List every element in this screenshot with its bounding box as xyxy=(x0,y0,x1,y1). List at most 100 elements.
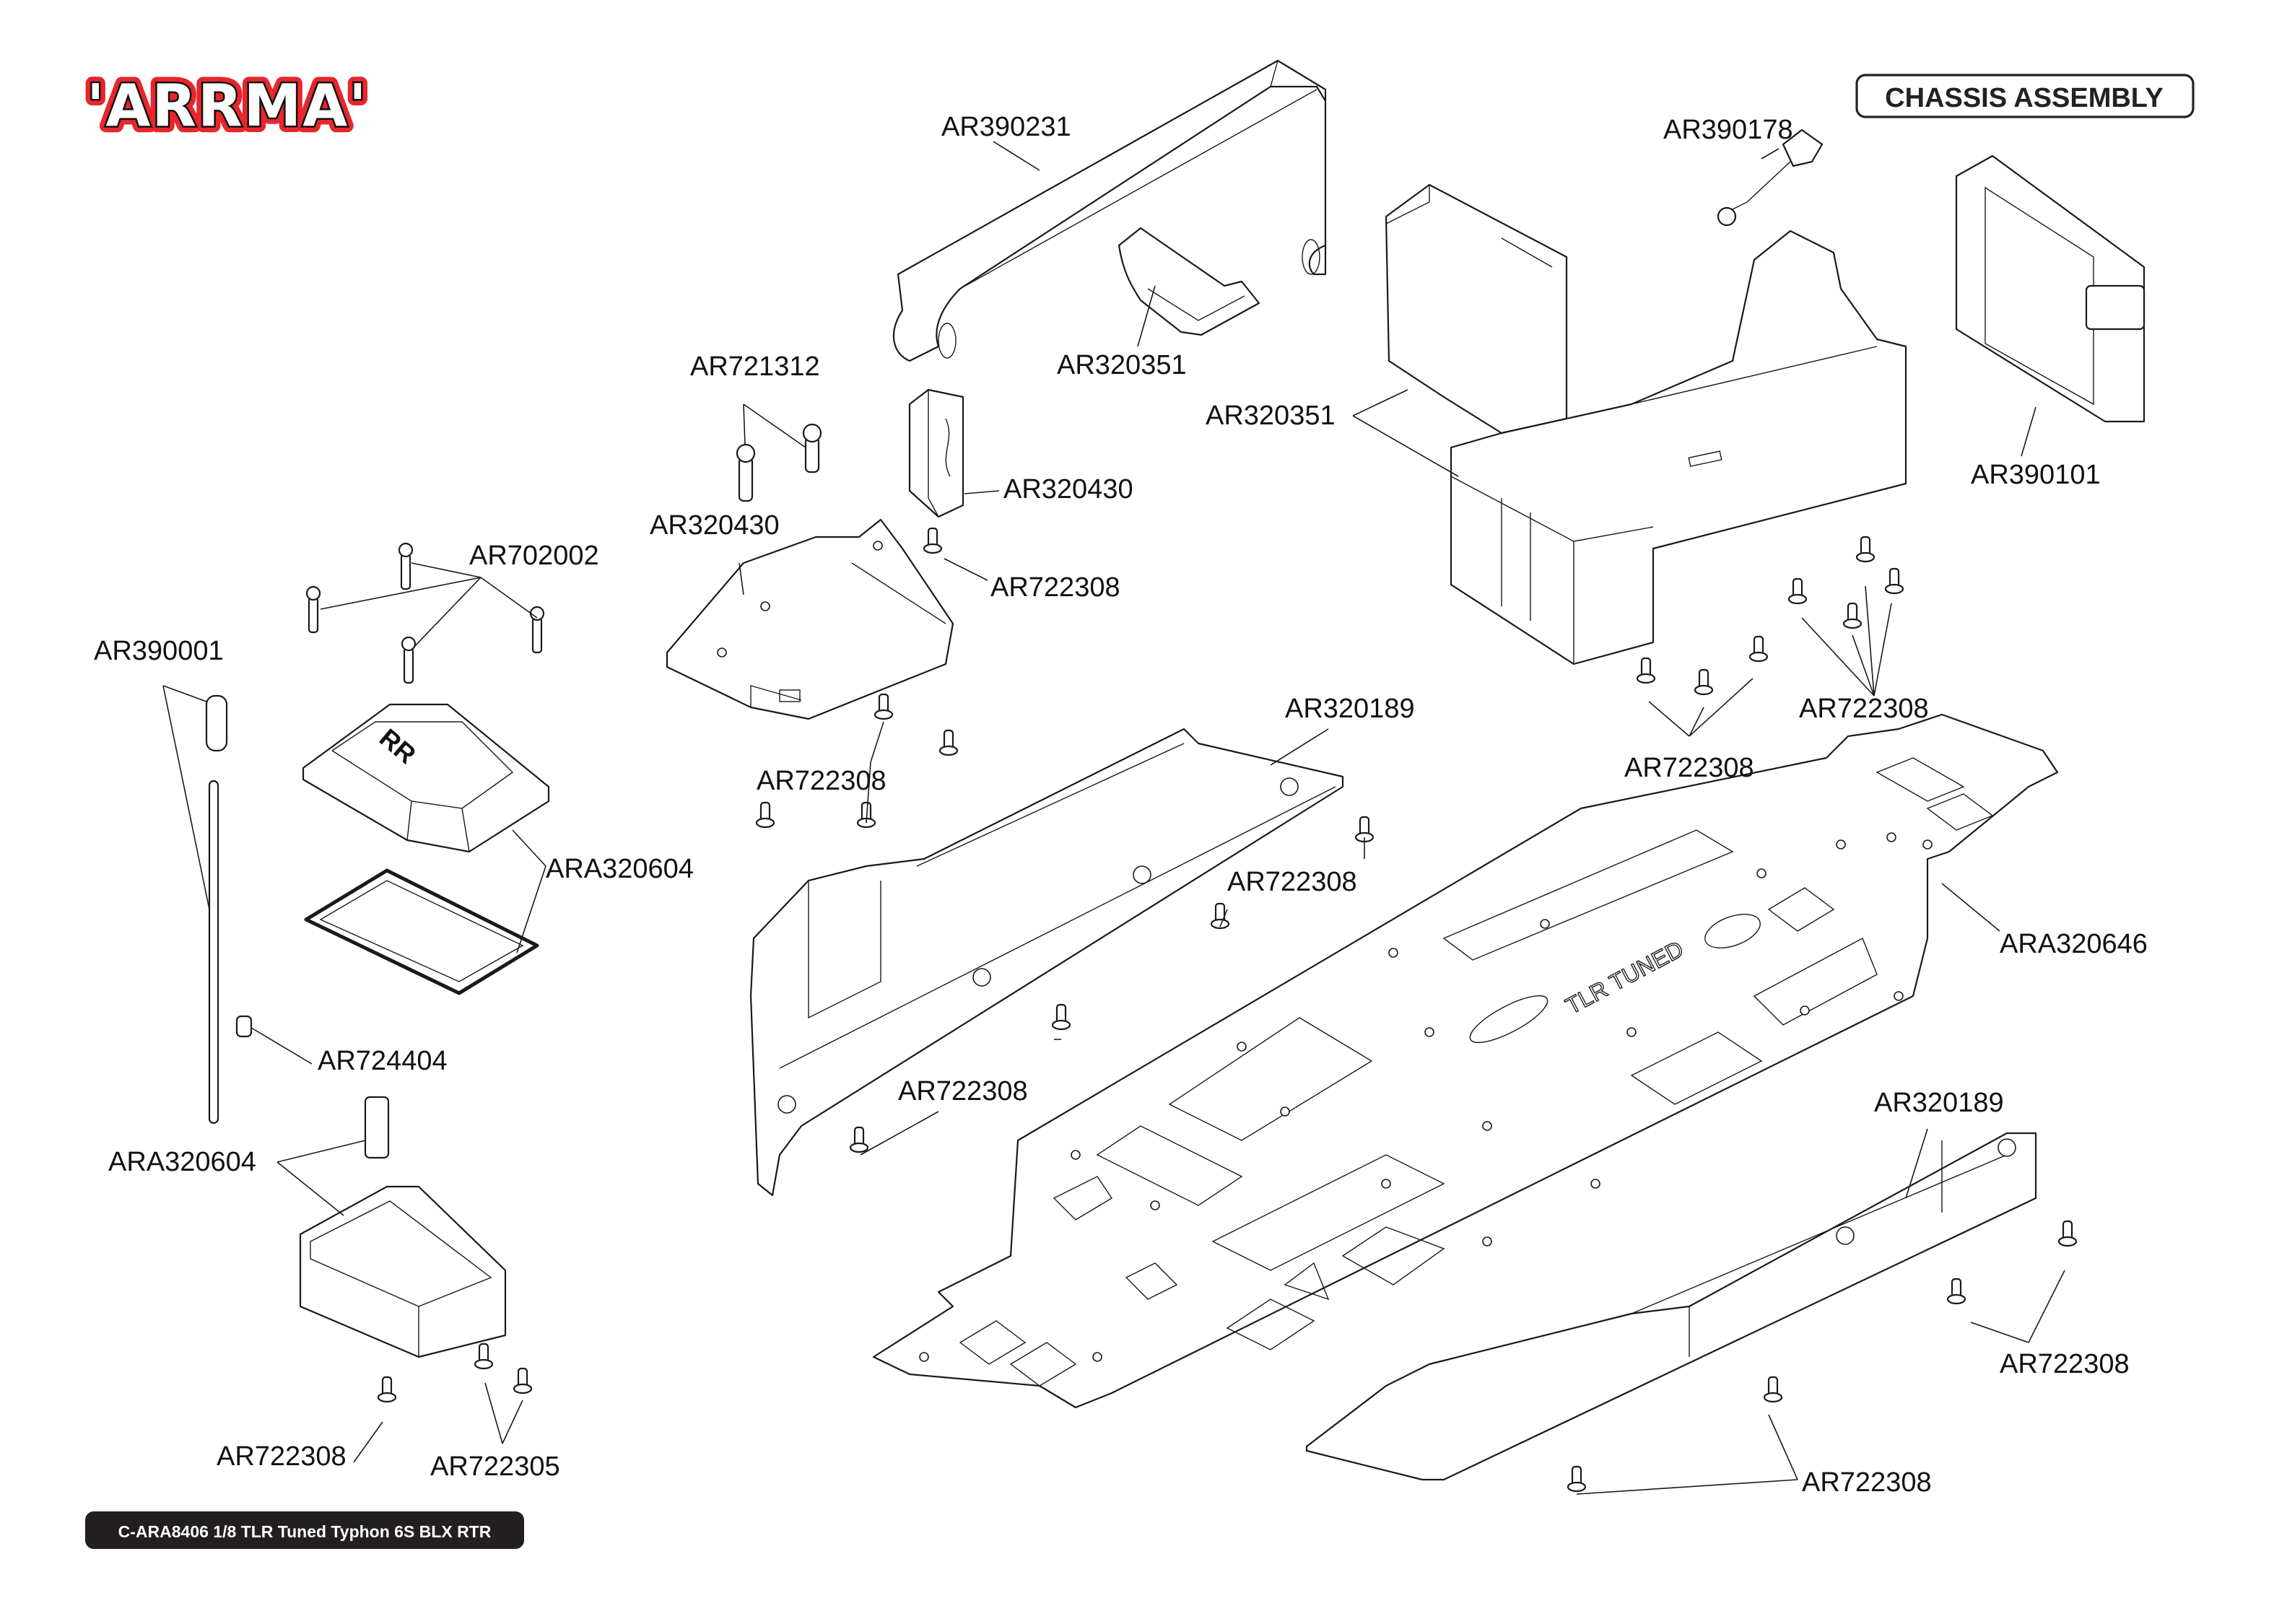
part-label-ar390231: AR390231 xyxy=(941,112,1071,142)
side-guard-right-drawing xyxy=(1305,1132,2037,1481)
leader-line xyxy=(1648,701,1690,737)
upright-post-drawing xyxy=(908,388,964,518)
receiver-box-drawing xyxy=(299,1096,507,1358)
part-label-ar722305: AR722305 xyxy=(430,1451,560,1482)
part-label-ar320430: AR320430 xyxy=(650,510,780,541)
screw-icon xyxy=(1567,1465,1587,1493)
leader-line xyxy=(162,685,207,702)
screw-icon xyxy=(1946,1278,1966,1305)
leader-line xyxy=(2021,406,2036,457)
part-label-ar320430: AR320430 xyxy=(1003,474,1133,505)
switch-lead-drawing xyxy=(1717,128,1824,227)
leader-line xyxy=(162,685,210,910)
leader-line xyxy=(1689,678,1754,737)
leader-line xyxy=(512,829,546,867)
leader-line xyxy=(993,141,1040,171)
leader-line xyxy=(944,558,988,581)
leader-line xyxy=(276,1161,344,1216)
logo-outline: 'ARRMA' xyxy=(87,72,368,139)
part-label-ar320351: AR320351 xyxy=(1057,350,1187,380)
screw-icon xyxy=(1855,536,1876,563)
screw-icon xyxy=(1694,668,1714,696)
part-label-ar721312: AR721312 xyxy=(690,352,820,382)
leader-line xyxy=(1270,728,1329,766)
leader-line xyxy=(1852,634,1875,697)
leader-line xyxy=(1137,285,1156,347)
part-label-ar702002: AR702002 xyxy=(469,541,599,571)
part-label-ar722308: AR722308 xyxy=(757,766,886,796)
part-label-ar722308: AR722308 xyxy=(217,1441,347,1472)
leader-line xyxy=(1905,1128,1928,1199)
receiver-seal-drawing xyxy=(304,868,539,995)
leader-line xyxy=(411,562,482,578)
leader-line xyxy=(743,403,746,445)
screw-icon xyxy=(755,801,775,829)
part-label-ara320646: ARA320646 xyxy=(2000,929,2148,959)
antenna-tube-drawing xyxy=(205,694,228,1125)
chassis-holes xyxy=(919,832,1933,1362)
leader-line xyxy=(480,577,538,619)
section-title: CHASSIS ASSEMBLY xyxy=(1885,83,2164,113)
battery-tray-drawing xyxy=(1385,183,1907,665)
part-label-ar722308: AR722308 xyxy=(990,572,1120,603)
leader-line xyxy=(251,1027,313,1065)
part-label-ar390178: AR390178 xyxy=(1663,115,1793,145)
screw-icon xyxy=(1210,902,1230,930)
leader-line xyxy=(870,721,884,763)
leader-line xyxy=(739,562,744,595)
part-label-ara320604: ARA320604 xyxy=(108,1147,256,1177)
logo-text: 'ARRMA' xyxy=(87,72,368,139)
leader-line xyxy=(1865,585,1875,697)
leader-line xyxy=(1873,603,1892,697)
leader-line xyxy=(1941,883,2000,932)
part-label-ar724404: AR724404 xyxy=(318,1046,448,1076)
leader-line xyxy=(1970,1322,2029,1343)
leader-line xyxy=(964,490,1000,494)
screw-icon xyxy=(1051,1003,1071,1031)
leader-line xyxy=(2028,1270,2065,1343)
screw-icon xyxy=(1787,577,1808,605)
part-label-ar320351: AR320351 xyxy=(1206,401,1336,431)
part-label-ar722308: AR722308 xyxy=(1802,1467,1932,1498)
screw-icon xyxy=(849,1126,869,1153)
part-label-ara320604: ARA320604 xyxy=(546,854,694,884)
screw-icon xyxy=(1763,1376,1783,1403)
side-guard-left-drawing xyxy=(749,728,1344,1197)
part-label-ar722308: AR722308 xyxy=(1799,694,1929,724)
screw-icon xyxy=(938,729,959,756)
model-footer-badge: C-ARA8406 1/8 TLR Tuned Typhon 6S BLX RT… xyxy=(85,1511,524,1549)
screw-icon xyxy=(923,527,943,554)
battery-strap-drawing xyxy=(892,59,1327,362)
battery-foam-drawing xyxy=(1955,154,2146,423)
leader-line xyxy=(1576,1479,1798,1495)
screw-icon xyxy=(1636,657,1656,684)
screw-icon xyxy=(513,1367,533,1394)
model-label: C-ARA8406 1/8 TLR Tuned Typhon 6S BLX RT… xyxy=(118,1522,492,1541)
screws-ar722308-drawings xyxy=(377,527,2078,1493)
leader-lines xyxy=(162,141,2065,1495)
screw-icon xyxy=(2057,1220,2078,1247)
screw-icon xyxy=(874,693,894,720)
strap-buckle-drawing xyxy=(1118,227,1260,336)
screw-icon xyxy=(474,1343,494,1370)
leader-line xyxy=(502,1400,523,1444)
leader-line xyxy=(320,577,482,610)
leader-line xyxy=(743,403,806,448)
leader-line xyxy=(484,1382,503,1444)
arrma-logo: 'ARRMA' 'ARRMA' xyxy=(80,66,373,146)
screw-icon xyxy=(1748,635,1769,663)
part-label-ar722308: AR722308 xyxy=(898,1076,1028,1106)
leader-line xyxy=(1801,617,1875,697)
part-label-ar722308: AR722308 xyxy=(2000,1349,2130,1379)
part-label-ar390101: AR390101 xyxy=(1971,460,2101,490)
chassis-plate-drawing: TLR TUNED xyxy=(872,713,2059,1409)
leader-line xyxy=(1761,148,1779,160)
part-label-ar722308: AR722308 xyxy=(1227,867,1357,897)
radio-plate-drawing xyxy=(666,518,954,720)
leader-line xyxy=(516,865,546,953)
receiver-lid-drawing: RR xyxy=(302,703,550,853)
leader-line xyxy=(860,1111,939,1156)
leader-line xyxy=(1768,1414,1798,1480)
